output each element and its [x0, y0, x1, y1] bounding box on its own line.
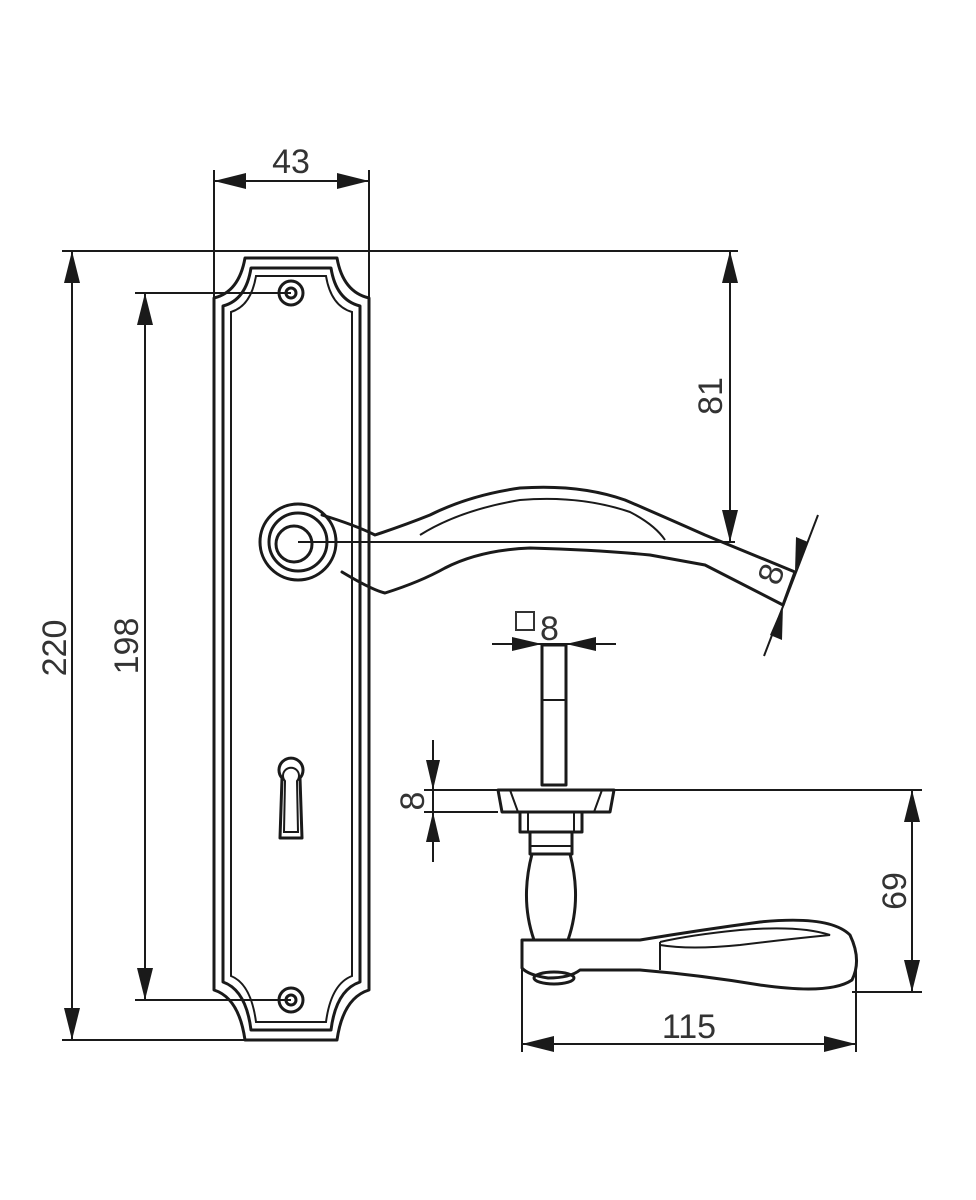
- rose: [496, 788, 616, 834]
- label-projection: 69: [876, 872, 914, 910]
- dim-screw-spacing: [135, 292, 291, 1001]
- dim-projection: [614, 789, 922, 993]
- handle-neck: [525, 830, 577, 942]
- backplate: [212, 256, 371, 1042]
- label-rose-thickness: 8: [394, 792, 432, 811]
- label-screw-spacing: 198: [108, 618, 146, 675]
- label-spindle-square: 8: [540, 610, 559, 648]
- dim-lever-thickness: [763, 514, 819, 657]
- keyhole: [277, 756, 305, 840]
- lever-handle: [258, 485, 797, 607]
- dim-plate-width: [213, 170, 370, 298]
- dim-total-height: [62, 250, 738, 1041]
- dim-rose-thickness: [424, 740, 498, 862]
- label-plate-width: 43: [272, 143, 310, 181]
- dim-axis-from-top: [298, 251, 738, 543]
- dim-handle-length: [521, 960, 857, 1052]
- label-total-height: 220: [36, 620, 74, 677]
- label-handle-length: 115: [662, 1008, 716, 1046]
- side-handle-grip: [520, 918, 858, 991]
- label-axis-from-top: 81: [692, 377, 730, 415]
- dim-spindle-square: [492, 637, 616, 651]
- square-symbol-icon: [515, 611, 535, 631]
- spindle: [540, 643, 568, 787]
